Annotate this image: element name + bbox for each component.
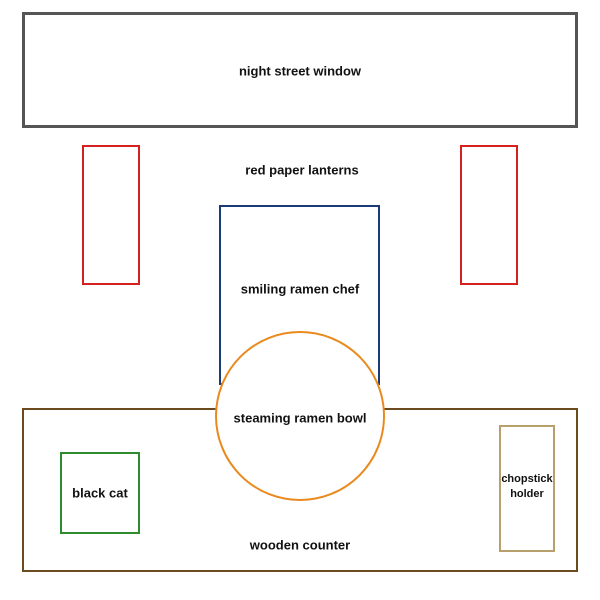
black-cat-label: black cat: [72, 485, 128, 501]
lantern-right-box: [460, 145, 518, 285]
chopstick-holder-label: chopstick holder: [501, 473, 553, 500]
lantern-left-box: [82, 145, 140, 285]
chopstick-holder-box: [499, 425, 555, 552]
black-cat-box: [60, 452, 140, 534]
red-paper-lanterns-label: red paper lanterns: [245, 162, 359, 178]
steaming-ramen-bowl-circle: [215, 331, 385, 501]
night-street-window-label: night street window: [238, 63, 362, 79]
wooden-counter-label: wooden counter: [249, 537, 351, 553]
night-street-window-box: [22, 12, 578, 128]
smiling-ramen-chef-label: smiling ramen chef: [240, 281, 360, 297]
steaming-ramen-bowl-label: steaming ramen bowl: [233, 410, 367, 426]
